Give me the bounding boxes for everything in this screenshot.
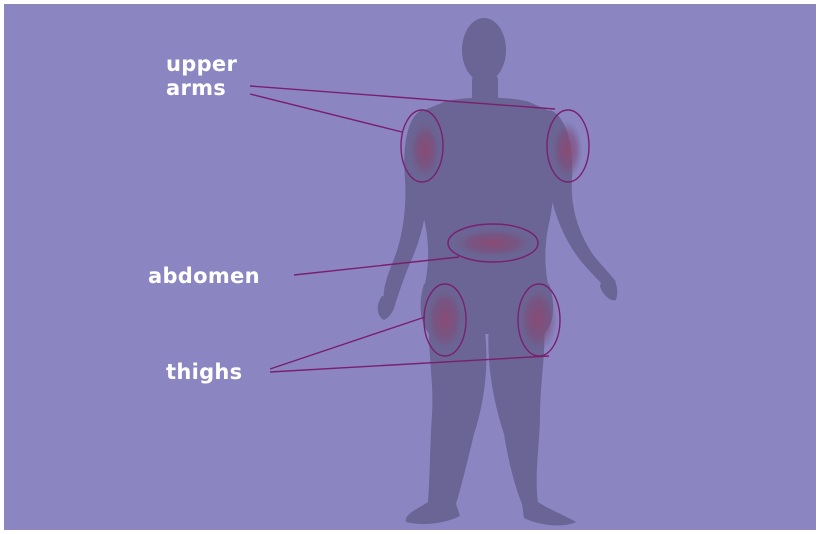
diagram-canvas: upper arms abdomen thighs bbox=[4, 4, 816, 530]
upper-arms-label: upper arms bbox=[166, 52, 237, 100]
right-upper-arm-highlight bbox=[551, 120, 583, 180]
left-upper-arm-highlight bbox=[409, 120, 441, 180]
abdomen-label: abdomen bbox=[148, 264, 260, 288]
body-diagram bbox=[4, 4, 816, 530]
left-thigh-highlight bbox=[425, 285, 465, 353]
upper-arms-leader-left bbox=[250, 94, 402, 132]
abdomen-highlight bbox=[451, 228, 535, 258]
thighs-label: thighs bbox=[166, 360, 242, 384]
upper-arms-label-line2: arms bbox=[166, 76, 237, 100]
upper-arms-label-line1: upper bbox=[166, 52, 237, 76]
thighs-leader-left bbox=[270, 317, 425, 369]
human-silhouette bbox=[378, 18, 618, 525]
